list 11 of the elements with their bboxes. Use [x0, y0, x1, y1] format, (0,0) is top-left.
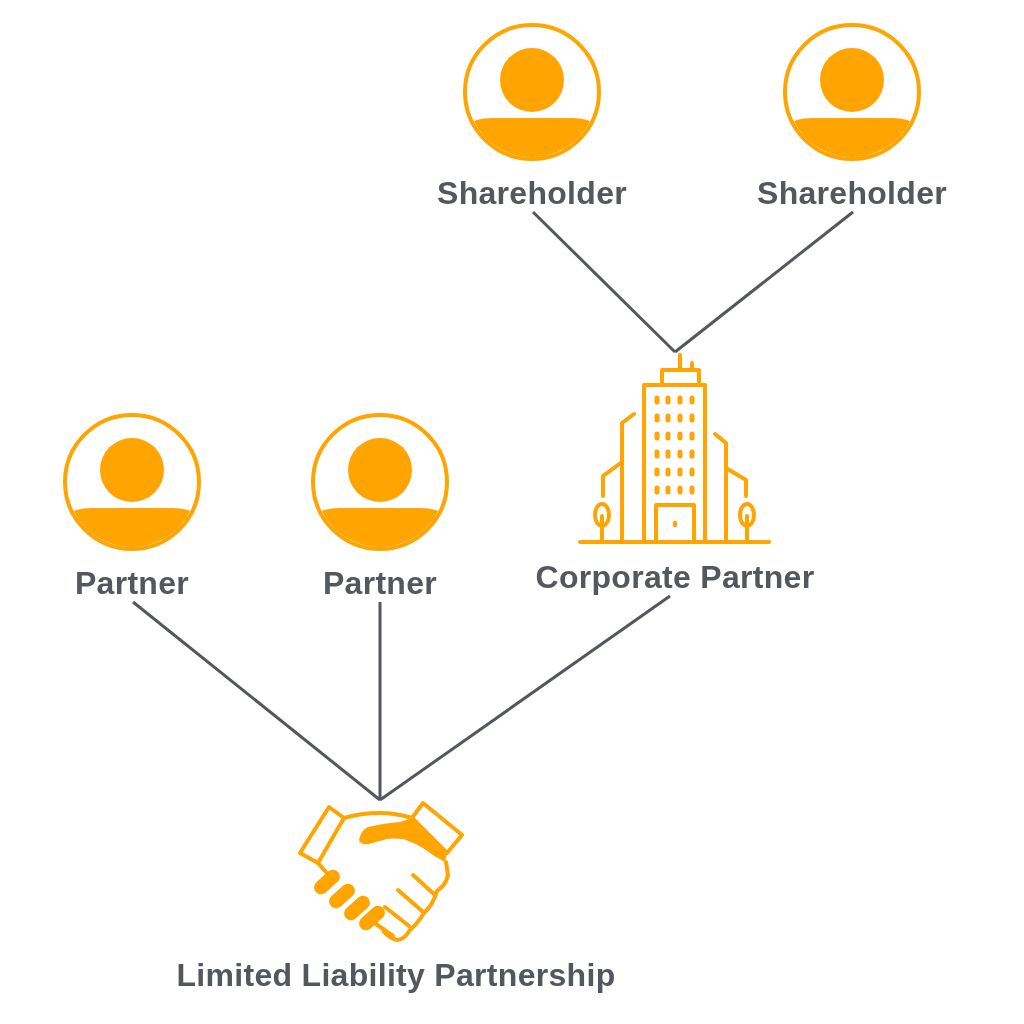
connector-line: [132, 600, 381, 802]
node-label: Shareholder: [757, 174, 947, 212]
node-label: Shareholder: [437, 174, 627, 212]
node-label: Corporate Partner: [535, 558, 815, 596]
connector-line: [379, 594, 671, 802]
node-label: Partner: [74, 564, 190, 602]
connector-line: [378, 602, 382, 800]
connector-line: [674, 210, 854, 354]
node-label: Limited Liability Partnership: [176, 956, 616, 994]
connector-line: [531, 210, 677, 354]
node-label: Partner: [322, 564, 438, 602]
